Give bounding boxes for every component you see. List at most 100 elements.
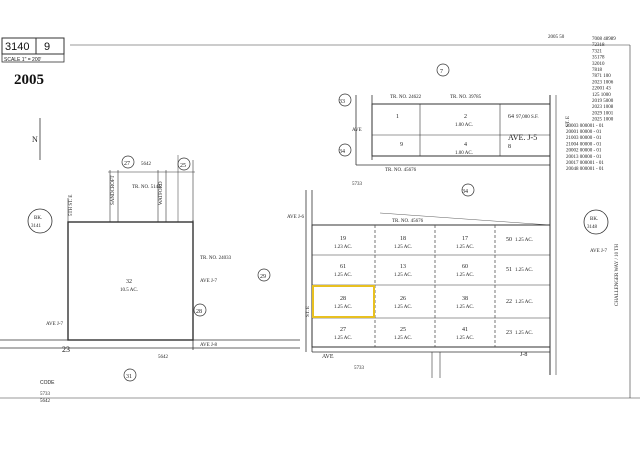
side-list-item: 7818 bbox=[592, 68, 603, 73]
parcel-28-num: 28 bbox=[340, 296, 346, 302]
ave-j5: AVE. J-5 bbox=[508, 133, 537, 142]
parcel-41-num: 41 bbox=[462, 327, 468, 333]
circle-28: 28 bbox=[196, 309, 202, 315]
top-parcel-2-area: 1.00 AC. bbox=[455, 123, 473, 128]
parcel-23-area: 1.25 AC. bbox=[515, 331, 533, 336]
circle-25: 25 bbox=[180, 163, 186, 169]
side-list-item: 35178 bbox=[592, 56, 605, 61]
top-parcel-4-area: 1.00 AC. bbox=[455, 151, 473, 156]
side-list-item: 20002 00000 - 01 bbox=[566, 149, 602, 154]
parcel-22-num: 22 bbox=[506, 299, 512, 305]
parcel-32-num: 32 bbox=[126, 279, 132, 285]
side-list-item: 32010 bbox=[592, 62, 605, 67]
parcel-13-area: 1.25 AC. bbox=[394, 273, 412, 278]
side-list-item: 21004 00000 - 01 bbox=[566, 142, 602, 147]
top-parcel-2-num: 2 bbox=[464, 114, 467, 120]
side-list-item: 22001 43 bbox=[592, 87, 611, 92]
side-list-item: 2023 1008 bbox=[592, 105, 614, 110]
grid-5733-mid: 5733 bbox=[352, 182, 363, 187]
circle-23: 23 bbox=[62, 345, 70, 354]
ave-small: AVE bbox=[352, 128, 362, 133]
side-list-item: 72318 bbox=[592, 43, 605, 48]
side-list-item: 125 1000 bbox=[592, 93, 611, 98]
top-code: 2005 50 bbox=[548, 35, 565, 40]
parcel-50-num: 50 bbox=[506, 237, 512, 243]
parcel-25-area: 1.25 AC. bbox=[394, 336, 412, 341]
grid-5642-top: 5642 bbox=[141, 162, 152, 167]
scale-label: SCALE 1" = 200' bbox=[4, 57, 41, 63]
ave-j7-right: AVE J-7 bbox=[590, 249, 607, 254]
parcel-27-num: 27 bbox=[340, 327, 346, 333]
circle-7: 7 bbox=[440, 69, 443, 75]
parcel-17-num: 17 bbox=[462, 236, 468, 242]
side-list-item: 20003 000001 - 01 bbox=[566, 124, 604, 129]
parcel-51-num: 51 bbox=[506, 267, 512, 273]
code-label: CODE bbox=[40, 380, 55, 386]
st-e-right: ST. E bbox=[566, 116, 571, 127]
book-number: 3140 bbox=[5, 41, 29, 53]
tract-mid: TR. NO. 45676 bbox=[385, 168, 417, 173]
parcel-17-area: 1.25 AC. bbox=[456, 245, 474, 250]
circle-29: 29 bbox=[260, 274, 266, 280]
parcel-27-area: 1.25 AC. bbox=[334, 336, 352, 341]
north-label: N bbox=[32, 135, 38, 144]
parcel-50-area: 1.25 AC. bbox=[515, 238, 533, 243]
side-list-item: 20013 00000 - 01 bbox=[566, 155, 602, 160]
circle-34-a: 34 bbox=[339, 149, 345, 155]
side-list-item: 7871 100 bbox=[592, 74, 611, 79]
fifth-st-e: 5TH ST. E bbox=[69, 195, 74, 216]
challenger-label: CHALLENGER WAY / 10 TH bbox=[615, 244, 620, 306]
tract-left-top: TR. NO. 5141 bbox=[132, 185, 161, 190]
parcel-19-area: 1.23 AC. bbox=[334, 245, 352, 250]
ave-bottom: AVE bbox=[322, 354, 334, 360]
parcel-51-area: 1.25 AC. bbox=[515, 268, 533, 273]
code-line1: 5733 bbox=[40, 392, 51, 397]
side-list-item: 21003 00000 - 01 bbox=[566, 136, 602, 141]
ave-bottom-j8: J-8 bbox=[520, 352, 527, 358]
top-parcel-4-num: 4 bbox=[464, 142, 467, 148]
parcel-38-area: 1.25 AC. bbox=[456, 305, 474, 310]
top-parcel-64-num: 64 bbox=[508, 114, 514, 120]
parcel-38-num: 38 bbox=[462, 296, 468, 302]
parcel-13-num: 13 bbox=[400, 264, 406, 270]
top-tract-block bbox=[371, 103, 551, 157]
parcel-28-area: 1.25 AC. bbox=[334, 305, 352, 310]
side-list-item: 2029 1001 bbox=[592, 111, 614, 116]
ave-j6: AVE J-6 bbox=[287, 215, 304, 220]
parcel-19-num: 19 bbox=[340, 236, 346, 242]
bk-right-line1: BK. bbox=[590, 217, 598, 222]
grid-5733-bottom: 5733 bbox=[354, 366, 365, 371]
tract-top: TR. NO. 24622 bbox=[390, 95, 422, 100]
bk-left-line2: 3141 bbox=[31, 224, 42, 229]
watford-label: WATFORD bbox=[159, 181, 164, 205]
circle-31: 31 bbox=[126, 374, 132, 380]
circle-34-b: 34 bbox=[462, 189, 468, 195]
tract-left: TR. NO. 24033 bbox=[200, 256, 232, 261]
parcel-60-num: 60 bbox=[462, 264, 468, 270]
parcel-18-num: 18 bbox=[400, 236, 406, 242]
grid-5642-bottom: 5642 bbox=[158, 355, 169, 360]
parcel-22-area: 1.25 AC. bbox=[515, 300, 533, 305]
parcel-41-area: 1.25 AC. bbox=[456, 336, 474, 341]
side-list-item: 7321 bbox=[592, 49, 603, 54]
parcel-61-num: 61 bbox=[340, 264, 346, 270]
parcel-61-area: 1.25 AC. bbox=[334, 273, 352, 278]
side-list-item: 7008 48989 bbox=[592, 37, 616, 42]
side-list-item: 2023 1006 bbox=[592, 80, 614, 85]
parcel-26-area: 1.25 AC. bbox=[394, 305, 412, 310]
bk-right-line2: 3148 bbox=[587, 225, 598, 230]
parcel-60-area: 1.25 AC. bbox=[456, 273, 474, 278]
side-list-item: 2025 1000 bbox=[592, 118, 614, 123]
side-list-item: 2019 5000 bbox=[592, 99, 614, 104]
circle-27: 27 bbox=[124, 161, 130, 167]
st-e-mid: ST. E bbox=[306, 306, 311, 317]
side-list-item: 20017 000001 - 01 bbox=[566, 161, 604, 166]
parcel-18-area: 1.25 AC. bbox=[394, 245, 412, 250]
sandcroft-label: SANDCROFT bbox=[111, 175, 116, 205]
ave-j8-mid: AVE J-8 bbox=[200, 343, 217, 348]
top-parcel-64-area: 97,000 S.F. bbox=[516, 115, 539, 120]
top-parcel-8: 8 bbox=[508, 144, 511, 150]
